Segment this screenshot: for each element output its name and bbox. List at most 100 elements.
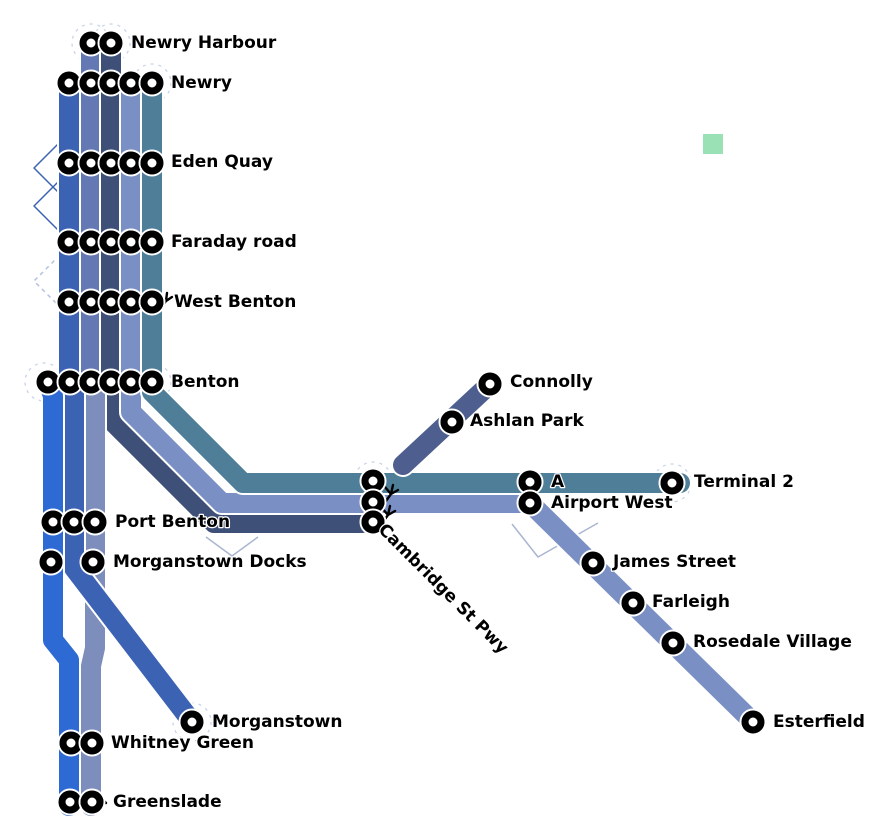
station-label-terminal-2: Terminal 2 (694, 472, 794, 492)
station-label-eden-quay: Eden Quay (171, 152, 273, 172)
station-label-west-benton: West Benton (174, 292, 296, 312)
station-label-cambridge-st-pwy: Cambridge St Pwy (374, 520, 512, 658)
station-marker-outline (138, 149, 166, 177)
station-label-whitney-green: Whitney Green (111, 733, 254, 753)
thin-branch-line (33, 177, 63, 235)
station-halo-decoration (91, 23, 131, 63)
station-marker-faraday-road[interactable] (79, 230, 103, 254)
station-marker-farleigh[interactable] (621, 591, 645, 615)
green-area-marker (703, 134, 723, 154)
station-marker-airport-west[interactable] (518, 491, 542, 515)
station-label-connolly: Connolly (510, 372, 593, 392)
station-marker-port-benton[interactable] (41, 510, 65, 534)
station-marker-newry[interactable] (140, 71, 164, 95)
station-marker-newry[interactable] (79, 71, 103, 95)
station-label-benton: Benton (171, 372, 240, 392)
station-marker-newry[interactable] (119, 71, 143, 95)
station-marker-faraday-road[interactable] (140, 230, 164, 254)
station-marker-ashlan-park[interactable] (440, 410, 464, 434)
station-marker-outline (659, 629, 687, 657)
station-marker-outline (138, 69, 166, 97)
station-marker-morganstown[interactable] (180, 710, 204, 734)
station-marker-rosedale-village[interactable] (661, 631, 685, 655)
station-marker-benton[interactable] (140, 370, 164, 394)
station-marker-outline (476, 370, 504, 398)
station-marker-outline (79, 548, 107, 576)
station-label-newry: Newry (171, 73, 232, 93)
station-marker-outline (81, 508, 109, 536)
station-marker-outline (138, 368, 166, 396)
station-marker-greenslade[interactable] (58, 790, 82, 814)
station-marker-eden-quay[interactable] (99, 151, 123, 175)
station-marker-outline (178, 708, 206, 736)
station-marker-cambridge-st-pwy[interactable] (361, 490, 385, 514)
station-marker-west-benton[interactable] (99, 290, 123, 314)
station-marker-morganstown-docks[interactable] (39, 550, 63, 574)
station-label-greenslade: Greenslade (113, 792, 222, 812)
thin-branch-line (205, 536, 259, 557)
station-marker-benton[interactable] (119, 370, 143, 394)
station-marker-west-benton[interactable] (140, 290, 164, 314)
station-marker-west-benton[interactable] (79, 290, 103, 314)
station-marker-outline (516, 489, 544, 517)
station-marker-newry-harbour[interactable] (79, 31, 103, 55)
station-marker-port-benton[interactable] (62, 510, 86, 534)
station-marker-outline (739, 708, 767, 736)
station-marker-esterfield[interactable] (741, 710, 765, 734)
station-marker-newry-harbour[interactable] (99, 31, 123, 55)
station-marker-outline (138, 288, 166, 316)
station-label-a: A (551, 472, 565, 492)
station-marker-outline (359, 508, 387, 536)
station-marker-whitney-green[interactable] (80, 731, 104, 755)
station-marker-eden-quay[interactable] (140, 151, 164, 175)
station-marker-outline (438, 408, 466, 436)
station-label-morganstown-docks: Morganstown Docks (113, 552, 307, 572)
station-label-james-street: James Street (612, 552, 736, 572)
station-marker-whitney-green[interactable] (59, 731, 83, 755)
station-marker-faraday-road[interactable] (119, 230, 143, 254)
station-label-esterfield: Esterfield (773, 712, 865, 732)
station-marker-morganstown-docks[interactable] (81, 550, 105, 574)
station-marker-outline (658, 469, 686, 497)
station-marker-outline (78, 729, 106, 757)
station-label-port-benton: Port Benton (115, 512, 230, 532)
station-marker-a[interactable] (518, 470, 542, 494)
station-marker-newry[interactable] (57, 71, 81, 95)
station-marker-outline (78, 788, 106, 816)
station-marker-cambridge-st-pwy[interactable] (361, 510, 385, 534)
station-marker-outline (97, 29, 125, 57)
station-label-ashlan-park: Ashlan Park (470, 411, 585, 431)
station-label-faraday-road: Faraday road (171, 232, 297, 252)
station-label-rosedale-village: Rosedale Village (693, 632, 852, 652)
station-marker-connolly[interactable] (478, 372, 502, 396)
station-marker-greenslade[interactable] (80, 790, 104, 814)
transit-line-periwinkle (121, 73, 763, 732)
station-marker-benton[interactable] (58, 370, 82, 394)
station-marker-newry[interactable] (99, 71, 123, 95)
station-label-morganstown: Morganstown (212, 712, 342, 732)
line-casing-teal (140, 71, 692, 495)
station-marker-benton[interactable] (79, 370, 103, 394)
station-marker-james-street[interactable] (581, 551, 605, 575)
station-marker-outline (138, 228, 166, 256)
station-marker-outline (37, 548, 65, 576)
station-marker-outline (619, 589, 647, 617)
station-marker-faraday-road[interactable] (57, 230, 81, 254)
station-marker-eden-quay[interactable] (119, 151, 143, 175)
station-marker-port-benton[interactable] (83, 510, 107, 534)
station-halo-decoration (132, 63, 172, 103)
station-marker-terminal-2[interactable] (660, 471, 684, 495)
station-marker-benton[interactable] (36, 370, 60, 394)
station-marker-eden-quay[interactable] (57, 151, 81, 175)
station-marker-eden-quay[interactable] (79, 151, 103, 175)
station-marker-faraday-road[interactable] (99, 230, 123, 254)
station-label-farleigh: Farleigh (652, 592, 730, 612)
station-marker-cambridge-st-pwy[interactable] (361, 469, 385, 493)
station-label-newry-harbour: Newry Harbour (131, 33, 277, 53)
station-marker-west-benton[interactable] (57, 290, 81, 314)
transit-line-teal (142, 73, 690, 493)
station-marker-west-benton[interactable] (119, 290, 143, 314)
station-marker-benton[interactable] (99, 370, 123, 394)
